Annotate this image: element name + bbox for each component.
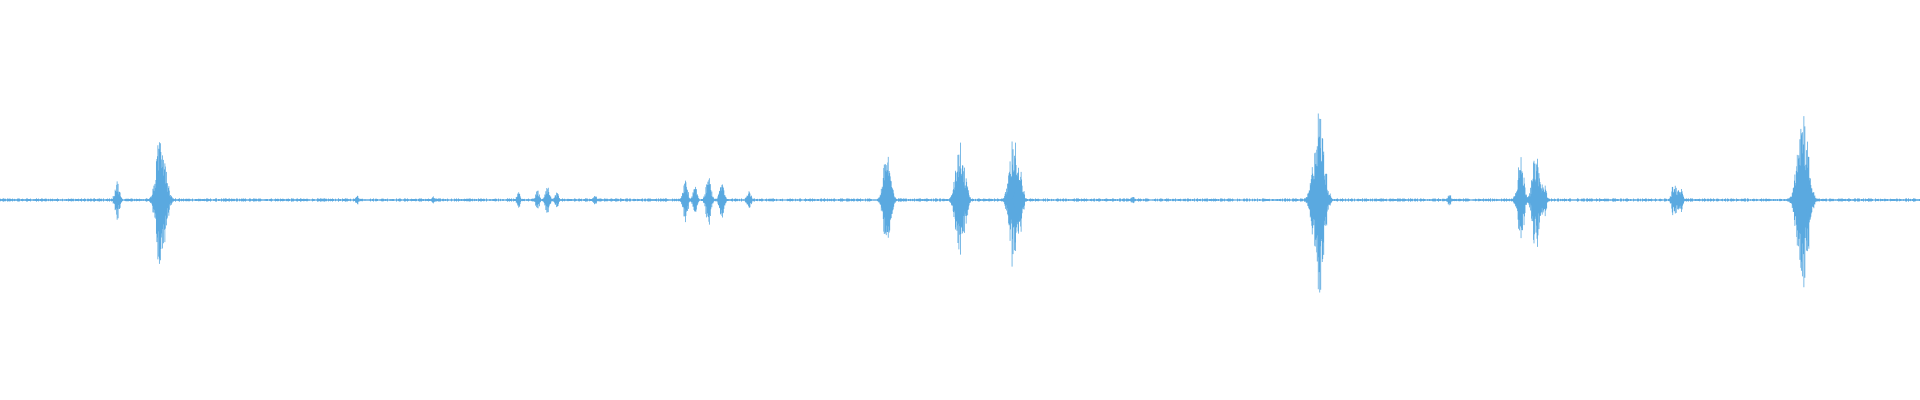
waveform-burst <box>426 196 441 204</box>
waveform-burst <box>1442 195 1457 206</box>
waveform-burst <box>1007 171 1032 232</box>
waveform-burst <box>955 178 976 224</box>
waveform-burst <box>1534 184 1554 217</box>
waveform-burst <box>107 181 127 220</box>
waveform-burst <box>872 156 902 238</box>
waveform-burst <box>740 191 757 208</box>
waveform-burst <box>1798 181 1819 220</box>
waveform-burst <box>1782 116 1824 288</box>
waveform-burst <box>510 192 526 208</box>
waveform-burst <box>350 195 364 205</box>
waveform-burst <box>143 142 179 264</box>
waveform-burst <box>588 196 602 205</box>
waveform-burst <box>1671 189 1689 213</box>
waveform-burst <box>549 192 564 208</box>
waveform-burst <box>698 178 719 225</box>
waveform-burst <box>1298 113 1340 293</box>
waveform-burst <box>1125 197 1140 204</box>
waveform-noise-floor <box>0 198 1920 202</box>
waveform-burst <box>712 184 732 218</box>
waveform-samples <box>0 113 1920 293</box>
